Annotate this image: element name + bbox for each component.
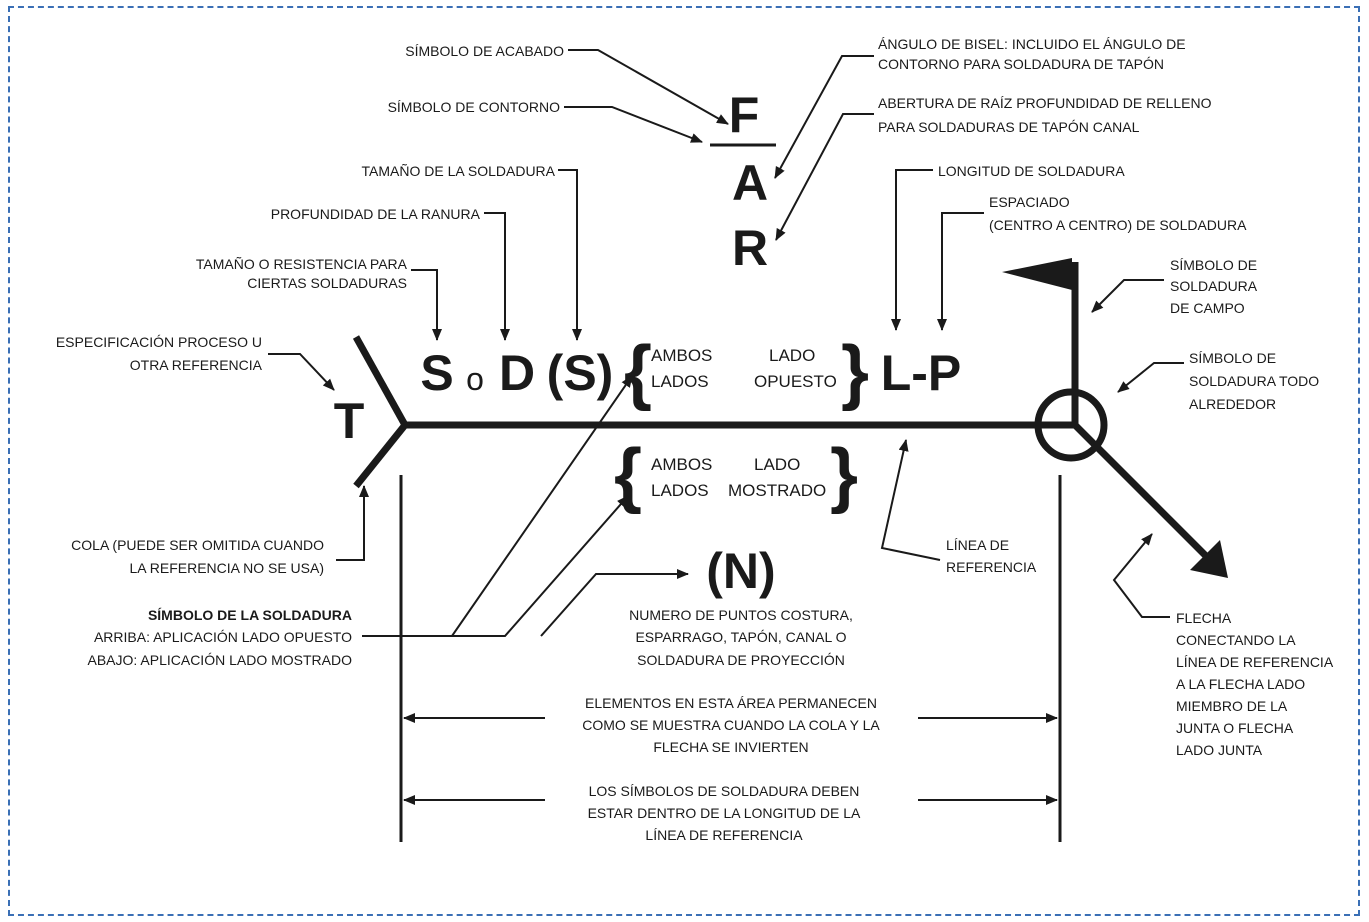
arrow-head bbox=[1190, 540, 1228, 578]
label-contour-symbol: SÍMBOLO DE CONTORNO bbox=[388, 99, 561, 115]
label-arrow-6: JUNTA O FLECHA bbox=[1176, 720, 1294, 736]
label-elements-3: FLECHA SE INVIERTEN bbox=[653, 739, 808, 755]
label-reference-line-2: REFERENCIA bbox=[946, 559, 1037, 575]
label-all-around-1: SÍMBOLO DE bbox=[1189, 350, 1276, 366]
label-weld-symbol-above: ARRIBA: APLICACIÓN LADO OPUESTO bbox=[94, 629, 352, 645]
label-finish-symbol: SÍMBOLO DE ACABADO bbox=[405, 43, 564, 59]
leader-all-around bbox=[1117, 362, 1184, 393]
label-arrow-5: MIEMBRO DE LA bbox=[1176, 698, 1288, 714]
leader-field-weld bbox=[1091, 279, 1164, 313]
size-S: S bbox=[420, 345, 453, 401]
leader-spacing bbox=[937, 212, 984, 331]
leader-tail bbox=[336, 485, 369, 561]
label-reference-line-1: LÍNEA DE bbox=[946, 537, 1009, 553]
brace-upper-right: } bbox=[841, 332, 869, 412]
brace-upper-ambos: AMBOS bbox=[651, 346, 712, 365]
leader-arrow bbox=[1112, 533, 1170, 618]
label-size-strength-2: CIERTAS SOLDADURAS bbox=[247, 275, 407, 291]
label-elements-2: COMO SE MUESTRA CUANDO LA COLA Y LA bbox=[582, 717, 880, 733]
label-tail-2: LA REFERENCIA NO SE USA) bbox=[130, 560, 325, 576]
label-arrow-1: FLECHA bbox=[1176, 610, 1232, 626]
label-number-3: SOLDADURA DE PROYECCIÓN bbox=[637, 652, 845, 668]
brace-upper-opuesto: OPUESTO bbox=[754, 372, 837, 391]
label-field-weld-1: SÍMBOLO DE bbox=[1170, 257, 1257, 273]
leader-size-strength bbox=[411, 269, 442, 341]
label-symbols-within-1: LOS SÍMBOLOS DE SOLDADURA DEBEN bbox=[589, 783, 860, 799]
label-groove-depth: PROFUNDIDAD DE LA RANURA bbox=[271, 206, 481, 222]
leader-specification bbox=[268, 353, 335, 391]
tail-upper bbox=[352, 335, 409, 427]
label-number-1: NUMERO DE PUNTOS COSTURA, bbox=[629, 607, 853, 623]
brace-lower-mostrado: MOSTRADO bbox=[728, 481, 826, 500]
label-symbols-within-2: ESTAR DENTRO DE LA LONGITUD DE LA bbox=[588, 805, 861, 821]
leader-weld-symbol-lower bbox=[362, 495, 629, 637]
label-arrow-4: A LA FLECHA LADO bbox=[1176, 676, 1305, 692]
brace-lower-right: } bbox=[830, 435, 858, 515]
number-N: (N) bbox=[706, 543, 775, 599]
or-o: o bbox=[466, 361, 484, 397]
root-opening-R: R bbox=[732, 220, 768, 276]
depth-D: D bbox=[499, 345, 535, 401]
leader-root-opening bbox=[775, 113, 874, 241]
label-weld-symbol-title: SÍMBOLO DE LA SOLDADURA bbox=[148, 607, 352, 623]
dashed-border bbox=[8, 6, 1360, 916]
label-arrow-3: LÍNEA DE REFERENCIA bbox=[1176, 654, 1334, 670]
label-all-around-3: ALREDEDOR bbox=[1189, 396, 1276, 412]
leader-weld-size bbox=[558, 169, 582, 341]
leader-contour bbox=[564, 106, 703, 143]
label-spacing-1: ESPACIADO bbox=[989, 194, 1070, 210]
label-arrow-2: CONECTANDO LA bbox=[1176, 632, 1296, 648]
label-specification-2: OTRA REFERENCIA bbox=[130, 357, 263, 373]
label-size-strength-1: TAMAÑO O RESISTENCIA PARA bbox=[196, 256, 408, 272]
field-flag bbox=[1002, 258, 1072, 290]
brace-lower-ambos: AMBOS bbox=[651, 455, 712, 474]
label-field-weld-2: SOLDADURA bbox=[1170, 278, 1258, 294]
brace-upper-lados: LADOS bbox=[651, 372, 709, 391]
label-spacing-2: (CENTRO A CENTRO) DE SOLDADURA bbox=[989, 217, 1247, 233]
leader-bevel-angle bbox=[774, 55, 874, 179]
brace-lower-lados: LADOS bbox=[651, 481, 709, 500]
brace-lower-lado: LADO bbox=[754, 455, 800, 474]
leader-weld-length bbox=[891, 169, 933, 331]
label-bevel-angle-1: ÁNGULO DE BISEL: INCLUIDO EL ÁNGULO DE bbox=[878, 36, 1186, 52]
brace-lower-left: { bbox=[614, 435, 642, 515]
length-pitch-L-P: L-P bbox=[881, 345, 962, 401]
label-elements-1: ELEMENTOS EN ESTA ÁREA PERMANECEN bbox=[585, 695, 877, 711]
size-S-paren: (S) bbox=[547, 345, 614, 401]
label-arrow-7: LADO JUNTA bbox=[1176, 742, 1263, 758]
brace-upper-lado: LADO bbox=[769, 346, 815, 365]
arrow-line bbox=[1072, 422, 1216, 566]
label-specification-1: ESPECIFICACIÓN PROCESO U bbox=[56, 334, 262, 350]
finish-symbol-F: F bbox=[729, 87, 760, 143]
label-field-weld-3: DE CAMPO bbox=[1170, 300, 1245, 316]
label-number-2: ESPARRAGO, TAPÓN, CANAL O bbox=[635, 629, 846, 645]
label-root-opening-2: PARA SOLDADURAS DE TAPÓN CANAL bbox=[878, 119, 1140, 135]
leader-finish bbox=[568, 49, 729, 125]
label-symbols-within-3: LÍNEA DE REFERENCIA bbox=[645, 827, 803, 843]
brace-upper-left: { bbox=[624, 332, 652, 412]
weld-all-around-circle bbox=[1034, 388, 1108, 462]
label-weld-size: TAMAÑO DE LA SOLDADURA bbox=[362, 163, 556, 179]
groove-angle-A: A bbox=[732, 155, 768, 211]
leader-reference-line bbox=[880, 439, 941, 561]
tail-reference-T: T bbox=[334, 393, 365, 449]
leader-number bbox=[540, 569, 689, 637]
label-bevel-angle-2: CONTORNO PARA SOLDADURA DE TAPÓN bbox=[878, 56, 1164, 72]
label-all-around-2: SOLDADURA TODO bbox=[1189, 373, 1319, 389]
label-tail-1: COLA (PUEDE SER OMITIDA CUANDO bbox=[71, 537, 324, 553]
label-weld-length: LONGITUD DE SOLDADURA bbox=[938, 163, 1125, 179]
label-weld-symbol-below: ABAJO: APLICACIÓN LADO MOSTRADO bbox=[87, 652, 352, 668]
tail-lower bbox=[353, 422, 408, 489]
leader-groove-depth bbox=[484, 212, 510, 341]
label-root-opening-1: ABERTURA DE RAÍZ PROFUNDIDAD DE RELLENO bbox=[878, 95, 1212, 111]
